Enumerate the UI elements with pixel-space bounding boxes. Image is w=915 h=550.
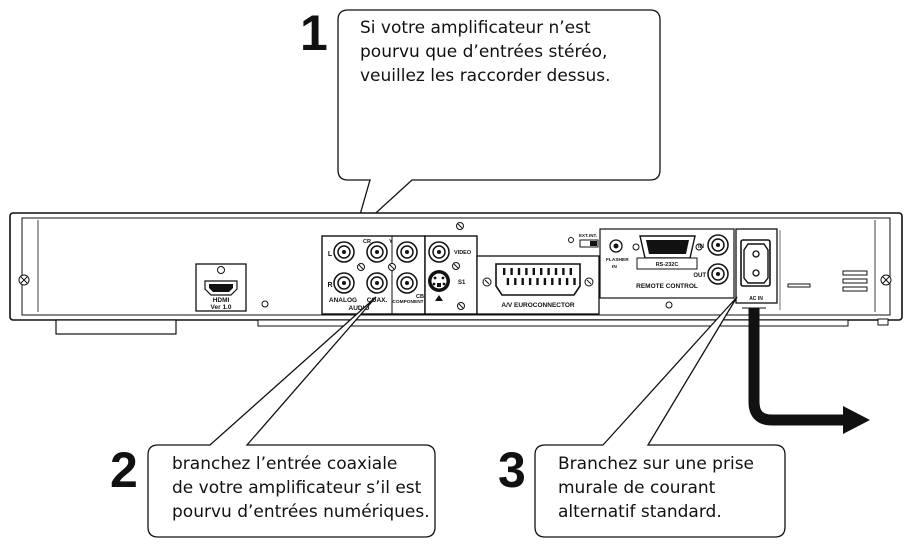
euroconnector-pin — [503, 268, 506, 275]
component-cr-label: CR — [363, 239, 371, 245]
ac-inlet-block: AC IN — [735, 228, 868, 310]
callout-2-bubble — [147, 296, 436, 538]
component-cr-jack — [366, 241, 388, 263]
euroconnector-pin — [540, 268, 543, 275]
euroconnector-pin — [569, 268, 572, 275]
flasher-in-label: IN — [612, 264, 617, 270]
video-block: VIDEO S1 — [424, 222, 478, 315]
callout-3-text: Branchez sur une prise murale de courant… — [558, 452, 754, 524]
arrow-right-icon — [843, 406, 870, 434]
power-cord — [742, 307, 870, 434]
s1-label: S1 — [458, 280, 466, 286]
euroconnector-pin — [547, 268, 550, 275]
callout-1-line: Si votre amplificateur n’est — [360, 18, 591, 38]
callout-3-line: murale de courant — [558, 478, 716, 498]
hdmi-port-group: HDMI Ver 1.0 — [195, 263, 269, 312]
callout-1-line: veuillez les raccorder dessus. — [360, 66, 611, 86]
euroconnector-pin — [573, 278, 576, 285]
callout-3-bubble — [534, 296, 786, 538]
callout-1-text: Si votre amplificateur n’est pourvu que … — [360, 16, 611, 88]
component-cb-jack — [396, 272, 418, 294]
callout-2-line: pourvu d’entrées numériques. — [172, 502, 430, 522]
euroconnector-pin — [562, 268, 565, 275]
callout-2-text: branchez l’entrée coaxiale de votre ampl… — [172, 452, 430, 524]
remote-out-label: OUT — [693, 273, 706, 279]
video-label: VIDEO — [454, 250, 472, 256]
euroconnector-pin — [506, 278, 510, 285]
callout-3-number: 3 — [498, 442, 526, 498]
euroconnector-pin — [558, 278, 561, 285]
ac-in-label: AC IN — [749, 296, 763, 302]
flasher-label: FLASHER — [606, 257, 629, 263]
component-y-label: Y — [389, 239, 393, 245]
euroconnector-pin — [554, 268, 558, 275]
control-block: EXT. INT. FLASHER IN RS-232C IN OUT REMO… — [568, 228, 735, 309]
callout-1-bubble — [337, 9, 661, 235]
audio-right-label: R — [327, 282, 332, 289]
euroconnector-pin — [521, 278, 524, 285]
audio-left-label: L — [328, 251, 333, 258]
audio-component-block: L R CR Y CB ANALOG COAX. AUDIO COMPONENT — [321, 235, 426, 315]
component-label: COMPONENT — [392, 299, 423, 305]
euroconnector-pin — [551, 278, 554, 285]
callout-2-number: 2 — [110, 442, 138, 498]
s-video-jack — [428, 270, 450, 292]
hdmi-label: HDMI — [213, 297, 230, 304]
coax-label: COAX. — [367, 297, 388, 304]
euroconnector-pin — [565, 278, 569, 285]
rs232c-label: RS-232C — [656, 262, 679, 268]
callout-3-line: alternatif standard. — [558, 502, 722, 522]
audio-left-jack — [333, 241, 355, 263]
audio-label: AUDIO — [349, 305, 370, 312]
remote-out-jack — [707, 263, 729, 285]
remote-in-label: IN — [698, 244, 704, 250]
euroconnector-pin — [536, 278, 539, 285]
euroconnector-label: A/V EUROCONNECTOR — [501, 302, 574, 309]
hdmi-version-label: Ver 1.0 — [211, 304, 232, 311]
audio-right-jack — [333, 272, 355, 294]
euroconnector-pin — [517, 268, 521, 275]
callout-1-number: 1 — [300, 5, 328, 61]
euroconnector-pin — [514, 278, 517, 285]
coax-jack — [366, 272, 388, 294]
remote-control-label: REMOTE CONTROL — [636, 283, 698, 290]
int-label: INT. — [589, 233, 597, 238]
euroconnector-pin — [528, 278, 532, 285]
video-jack — [428, 241, 450, 263]
component-y-jack — [396, 241, 418, 263]
screw — [880, 274, 892, 286]
euroconnector-pin — [532, 268, 535, 275]
euroconnector-pin — [525, 268, 528, 275]
screw — [18, 274, 30, 286]
component-cb-label: CB — [416, 294, 424, 300]
ext-label: EXT. — [579, 233, 589, 238]
rs232c-port — [632, 235, 703, 270]
callout-3-line: Branchez sur une prise — [558, 454, 755, 474]
remote-in-jack — [707, 234, 729, 256]
flasher-jack — [609, 239, 623, 253]
euroconnector-pins — [503, 268, 576, 285]
callout-2-line: branchez l’entrée coaxiale — [172, 454, 398, 474]
analog-label: ANALOG — [329, 297, 357, 304]
euroconnector-block: A/V EUROCONNECTOR — [476, 255, 600, 315]
euroconnector-pin — [543, 278, 547, 285]
callout-2-line: de votre amplificateur s’il est — [172, 478, 422, 498]
euroconnector-pin — [510, 268, 513, 275]
callout-1-line: pourvu que d’entrées stéréo, — [360, 42, 608, 62]
